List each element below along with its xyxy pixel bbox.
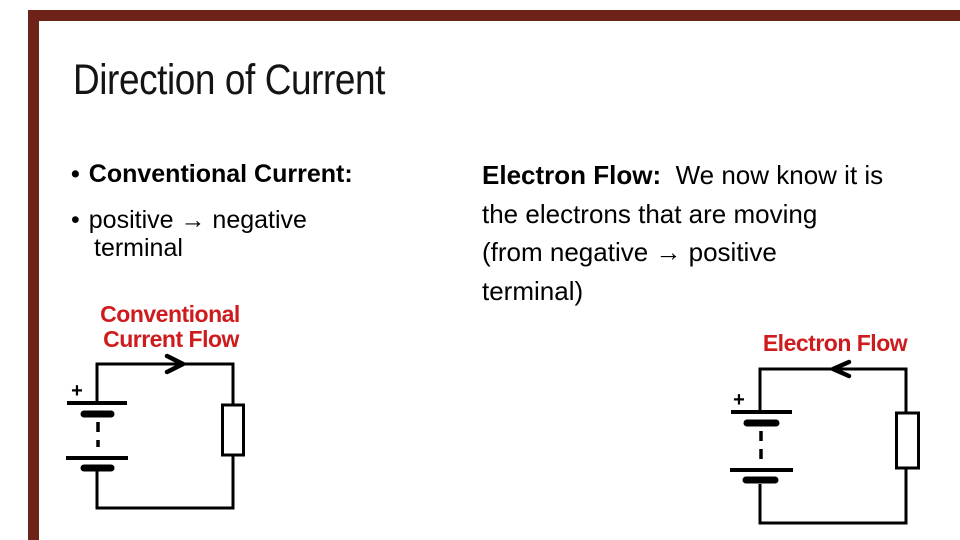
battery-symbol [66, 401, 128, 472]
bullet-text: Conventional Current: [88, 160, 353, 188]
page-title: Direction of Current [73, 56, 386, 104]
positive-terminal-label: + [733, 389, 745, 411]
resistor-symbol [895, 411, 920, 470]
bullet-marker: • [71, 206, 80, 234]
slide-border-left [28, 10, 39, 540]
electron-flow-heading: Electron Flow: [482, 160, 662, 190]
paragraph-line: the electrons that are moving [482, 198, 818, 229]
paragraph-text: We now know it is [661, 160, 884, 190]
bullet-marker: • [71, 160, 80, 188]
positive-terminal-label: + [71, 380, 83, 402]
bullet-conventional-current: • Conventional Current: [71, 160, 385, 189]
circuit-label: Electron Flow [763, 330, 908, 356]
battery-symbol [730, 410, 793, 484]
right-arrow-glyph: → [180, 206, 206, 234]
slide-border-top [28, 10, 960, 21]
electron-flow-circuit-diagram: Electron Flow + [730, 330, 920, 525]
electron-flow-paragraph: Electron Flow: We now know it is the ele… [482, 156, 883, 310]
paragraph-text: positive [681, 237, 777, 267]
right-arrow-glyph: → [655, 237, 682, 267]
paragraph-line: (from negative → positive [482, 233, 883, 272]
circuit-label-line1: Conventional [100, 301, 240, 327]
bullet-positive-negative: • positive → negative terminal [71, 206, 385, 262]
electron-direction-arrow-icon [830, 359, 852, 379]
bullet-text: negative terminal [94, 206, 307, 262]
bullet-list: • Conventional Current: • positive → negat… [71, 160, 385, 262]
bullet-text: positive [88, 206, 181, 234]
paragraph-line: terminal) [482, 275, 584, 306]
paragraph-line: Electron Flow: We now know it is [482, 156, 883, 195]
circuit-wire [758, 367, 908, 525]
current-direction-arrow-icon [164, 353, 186, 375]
circuit-wire [95, 362, 235, 510]
resistor-symbol [221, 403, 245, 457]
circuit-label-line2: Current Flow [103, 326, 239, 352]
paragraph-text: (from negative [482, 237, 656, 267]
conventional-current-circuit-diagram: Conventional Current Flow + [66, 301, 245, 510]
